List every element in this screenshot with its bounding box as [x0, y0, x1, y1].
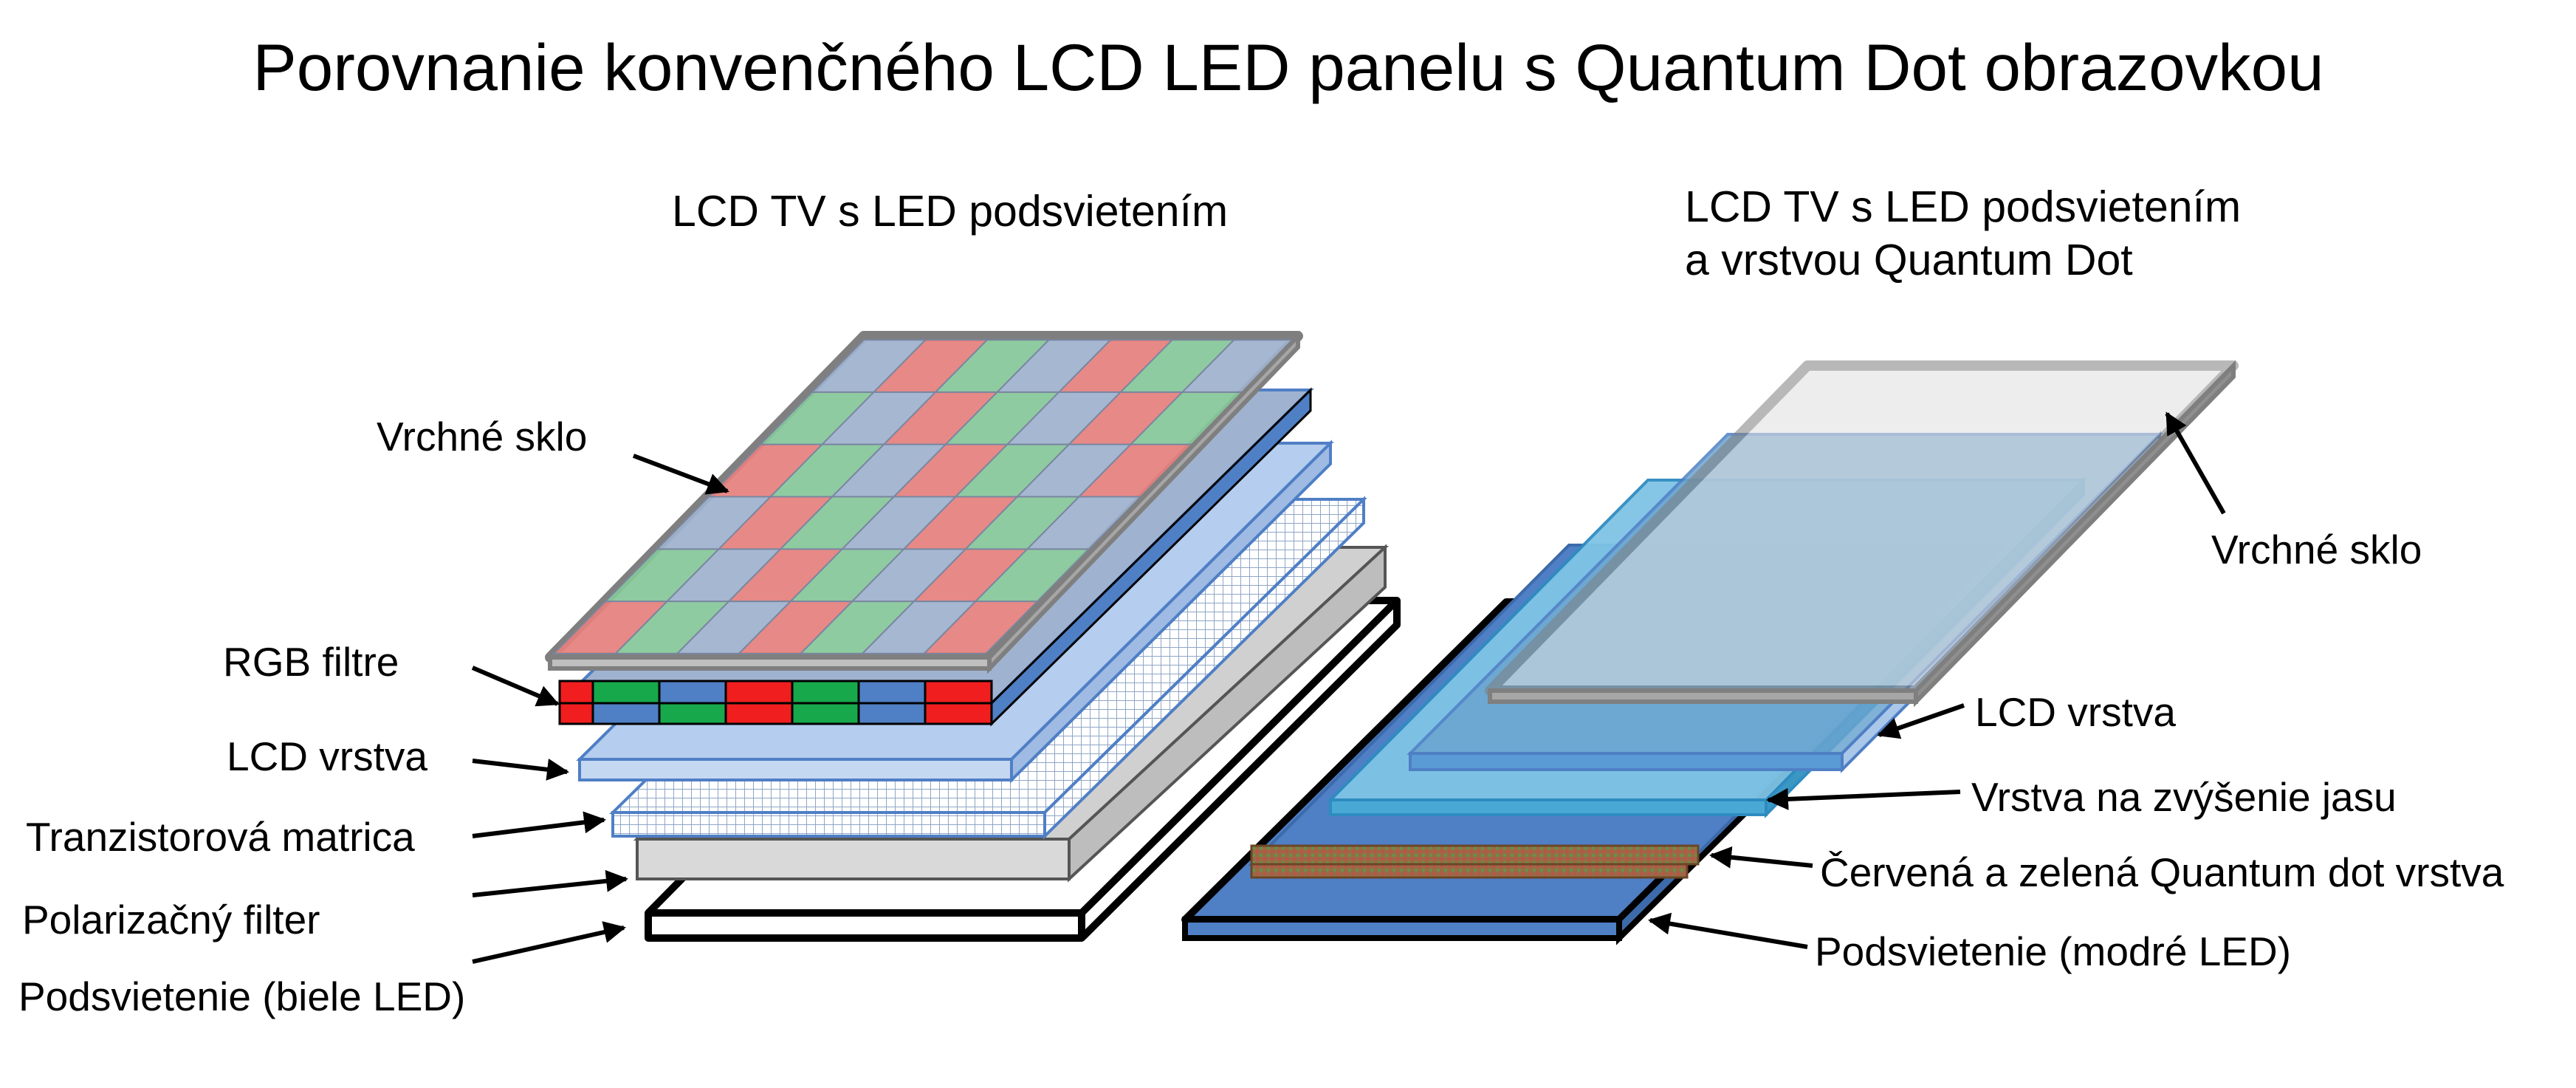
- left-arrow-top-glass: [632, 454, 729, 495]
- left-label-transistor-matrix: Tranzistorová matrica: [26, 814, 415, 860]
- left-arrow-polarizer: [472, 869, 628, 897]
- left-label-top-glass: Vrchné sklo: [377, 414, 587, 459]
- left-panel: LCD TV s LED podsvietením: [18, 187, 1401, 1019]
- right-arrow-top-glass: [2165, 411, 2226, 515]
- right-panel: LCD TV s LED podsvietením a vrstvou Quan…: [1181, 182, 2504, 974]
- right-arrow-lcd-layer: [1877, 703, 1965, 739]
- right-arrow-qd-layer: [1709, 846, 1813, 869]
- left-label-lcd-layer: LCD vrstva: [227, 733, 427, 779]
- right-arrow-brightness-layer: [1766, 787, 1961, 810]
- left-arrow-transistor-matrix: [472, 811, 606, 838]
- right-label-lcd-layer: LCD vrstva: [1975, 689, 2176, 735]
- right-label-brightness-layer: Vrstva na zvýšenie jasu: [1971, 774, 2397, 820]
- page-title: Porovnanie konvenčného LCD LED panelu s …: [253, 30, 2323, 104]
- left-label-backlight: Podsvietenie (biele LED): [18, 974, 465, 1019]
- left-label-polarizer: Polarizačný filter: [22, 897, 320, 942]
- right-arrow-backlight: [1648, 912, 1808, 949]
- left-arrow-lcd-layer: [472, 758, 569, 781]
- left-top-glass-layer: [545, 330, 1303, 674]
- left-arrow-rgb-filters: [471, 666, 560, 707]
- right-label-top-glass: Vrchné sklo: [2211, 527, 2422, 572]
- right-top-glass-layer: [1485, 360, 2239, 708]
- left-label-rgb-filters: RGB filtre: [223, 639, 399, 685]
- rgb-filter-front-strip: [558, 680, 993, 725]
- right-label-qd-layer: Červená a zelená Quantum dot vrstva: [1820, 849, 2504, 895]
- left-heading: LCD TV s LED podsvietením: [672, 187, 1228, 236]
- right-label-backlight: Podsvietenie (modré LED): [1815, 928, 2291, 974]
- right-heading-line2: a vrstvou Quantum Dot: [1685, 236, 2133, 284]
- right-heading-line1: LCD TV s LED podsvietením: [1685, 182, 2241, 231]
- left-arrow-backlight: [472, 921, 626, 964]
- rgb-checkerboard: [552, 339, 1298, 654]
